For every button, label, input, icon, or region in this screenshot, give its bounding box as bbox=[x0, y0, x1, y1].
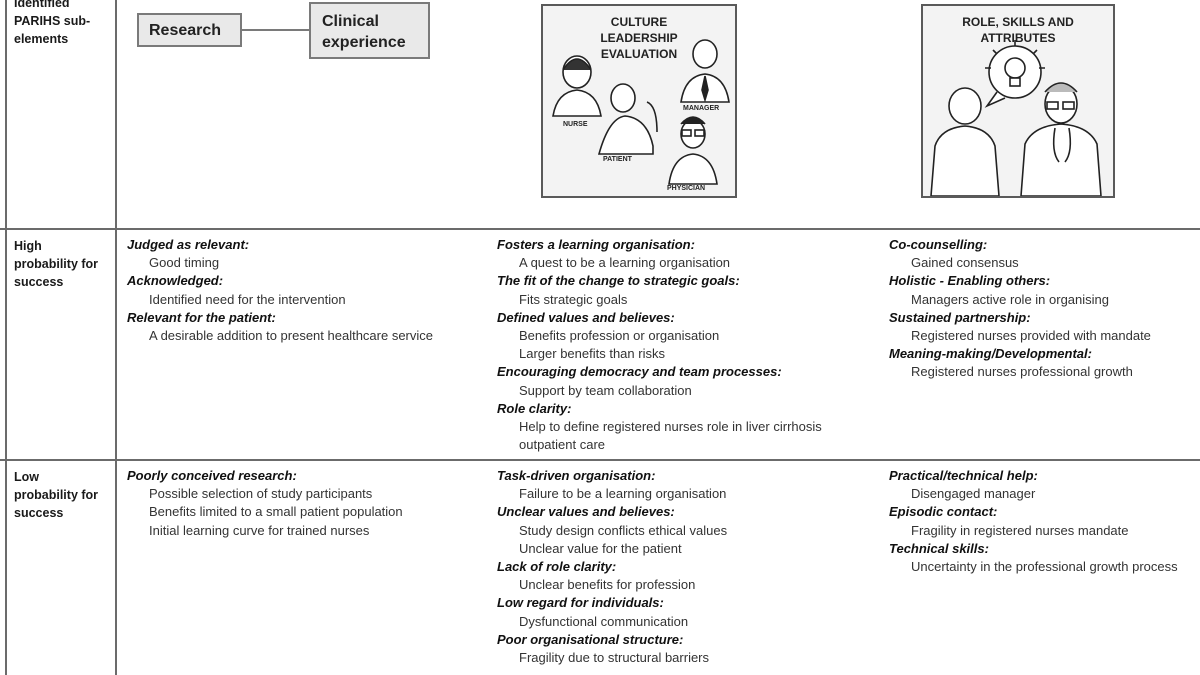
entry-heading: Judged as relevant: bbox=[127, 237, 250, 252]
entry-detail: Registered nurses provided with mandate bbox=[911, 328, 1151, 344]
culture-illustration-title: CULTURE LEADERSHIP EVALUATION bbox=[600, 15, 678, 61]
entry-detail: Initial learning curve for trained nurse… bbox=[149, 522, 370, 538]
culture-label-patient: PATIENT bbox=[603, 156, 633, 163]
entry-detail: Unclear value for the patient bbox=[519, 540, 682, 556]
entry-heading: Co-counselling: bbox=[889, 237, 988, 252]
entry-heading: Lack of role clarity: bbox=[497, 559, 617, 575]
role-illustration-title: ROLE, SKILLS AND ATTRIBUTES bbox=[962, 15, 1074, 45]
physician-figure-icon bbox=[668, 116, 718, 185]
entry-heading: Acknowledged: bbox=[127, 273, 224, 289]
entry-heading: Low regard for individuals: bbox=[497, 595, 664, 611]
manager-figure-icon bbox=[680, 39, 730, 103]
entry-detail: Dysfunctional communication bbox=[519, 613, 689, 629]
entry-heading: Episodic contact: bbox=[889, 504, 998, 520]
entry-detail: Larger benefits than risks bbox=[519, 346, 665, 362]
clinical-experience-box: Clinical experience bbox=[309, 2, 430, 59]
row-label-sub-elements: Identified PARIHS sub-elements bbox=[14, 0, 91, 46]
entry-detail: Help to define registered nurses role in… bbox=[519, 419, 822, 453]
row-label-high: High probability for success bbox=[14, 239, 99, 289]
entry-heading: Defined values and believes: bbox=[497, 309, 675, 325]
culture-label-nurse: NURSE bbox=[563, 121, 588, 128]
entry-heading: Technical skills: bbox=[889, 540, 989, 556]
entry-detail: Fits strategic goals bbox=[519, 291, 628, 307]
column-divider-label bbox=[115, 0, 117, 675]
entry-detail: Failure to be a learning organisation bbox=[519, 486, 727, 502]
physician-figure-icon bbox=[1020, 82, 1102, 196]
row-divider-1 bbox=[0, 228, 1200, 230]
clinical-experience-box-label: Clinical experience bbox=[322, 13, 406, 51]
entry-detail: Study design conflicts ethical values bbox=[519, 522, 728, 538]
role-skills-figures bbox=[930, 40, 1102, 196]
entry-detail: Good timing bbox=[149, 255, 220, 271]
entry-heading: Poorly conceived research: bbox=[127, 468, 297, 483]
nurse-figure-icon bbox=[552, 55, 602, 117]
entry-heading: Task-driven organisation: bbox=[497, 468, 656, 483]
culture-label-manager: MANAGER bbox=[683, 105, 719, 112]
row-label-low: Low probability for success bbox=[14, 470, 99, 520]
entry-detail: Benefits profession or organisation bbox=[519, 328, 720, 344]
culture-label-physician: PHYSICIAN bbox=[667, 185, 705, 192]
entry-detail: Fragility in registered nurses mandate bbox=[911, 522, 1129, 538]
entry-detail: Support by team collaboration bbox=[519, 382, 692, 398]
entry-heading: Encouraging democracy and team processes… bbox=[497, 364, 782, 380]
entry-detail: Unclear benefits for profession bbox=[519, 577, 696, 593]
entry-heading: The fit of the change to strategic goals… bbox=[497, 273, 740, 289]
entry-detail: Registered nurses professional growth bbox=[911, 364, 1133, 380]
entry-heading: Unclear values and believes: bbox=[497, 504, 675, 520]
research-box-label: Research bbox=[149, 22, 222, 39]
entry-heading: Role clarity: bbox=[497, 400, 572, 416]
entry-detail: Benefits limited to a small patient popu… bbox=[149, 504, 403, 520]
high-column-2: Fosters a learning organisation: A quest … bbox=[497, 236, 837, 454]
entry-detail: Identified need for the intervention bbox=[149, 291, 346, 307]
entry-detail: Fragility due to structural barriers bbox=[519, 650, 710, 666]
entry-heading: Holistic - Enabling others: bbox=[889, 273, 1051, 289]
entry-detail: A quest to be a learning organisation bbox=[519, 255, 731, 271]
entry-heading: Poor organisational structure: bbox=[497, 631, 684, 647]
entry-heading: Meaning-making/Developmental: bbox=[889, 346, 1092, 362]
entry-heading: Relevant for the patient: bbox=[127, 309, 276, 325]
entry-detail: Managers active role in organising bbox=[911, 291, 1109, 307]
nurse-figure-icon bbox=[930, 87, 1000, 196]
entry-detail: Gained consensus bbox=[911, 255, 1019, 271]
column-divider-left bbox=[5, 0, 7, 675]
row-divider-2 bbox=[0, 459, 1200, 461]
patient-figure-icon bbox=[597, 83, 658, 155]
research-box: Research bbox=[137, 13, 242, 47]
lightbulb-icon bbox=[984, 40, 1045, 108]
entry-detail: Uncertainty in the professional growth p… bbox=[911, 559, 1178, 575]
box-connector bbox=[242, 29, 310, 31]
low-column-3: Practical/technical help: Disengaged mana… bbox=[889, 467, 1179, 576]
care-team-illustration: CULTURE LEADERSHIP EVALUATION NURSE PATI… bbox=[541, 4, 737, 198]
entry-detail: A desirable addition to present healthca… bbox=[149, 328, 434, 344]
low-column-2: Task-driven organisation: Failure to be a… bbox=[497, 467, 837, 667]
low-column-1: Poorly conceived research: Possible selec… bbox=[127, 467, 467, 540]
entry-heading: Fosters a learning organisation: bbox=[497, 237, 695, 252]
role-skills-illustration: ROLE, SKILLS AND ATTRIBUTES bbox=[921, 4, 1115, 198]
entry-detail: Possible selection of study participants bbox=[149, 486, 373, 502]
entry-heading: Sustained partnership: bbox=[889, 309, 1031, 325]
care-team-figures: NURSE PATIENT MANAGER bbox=[552, 39, 730, 192]
entry-heading: Practical/technical help: bbox=[889, 468, 1038, 483]
entry-detail: Disengaged manager bbox=[911, 486, 1036, 502]
